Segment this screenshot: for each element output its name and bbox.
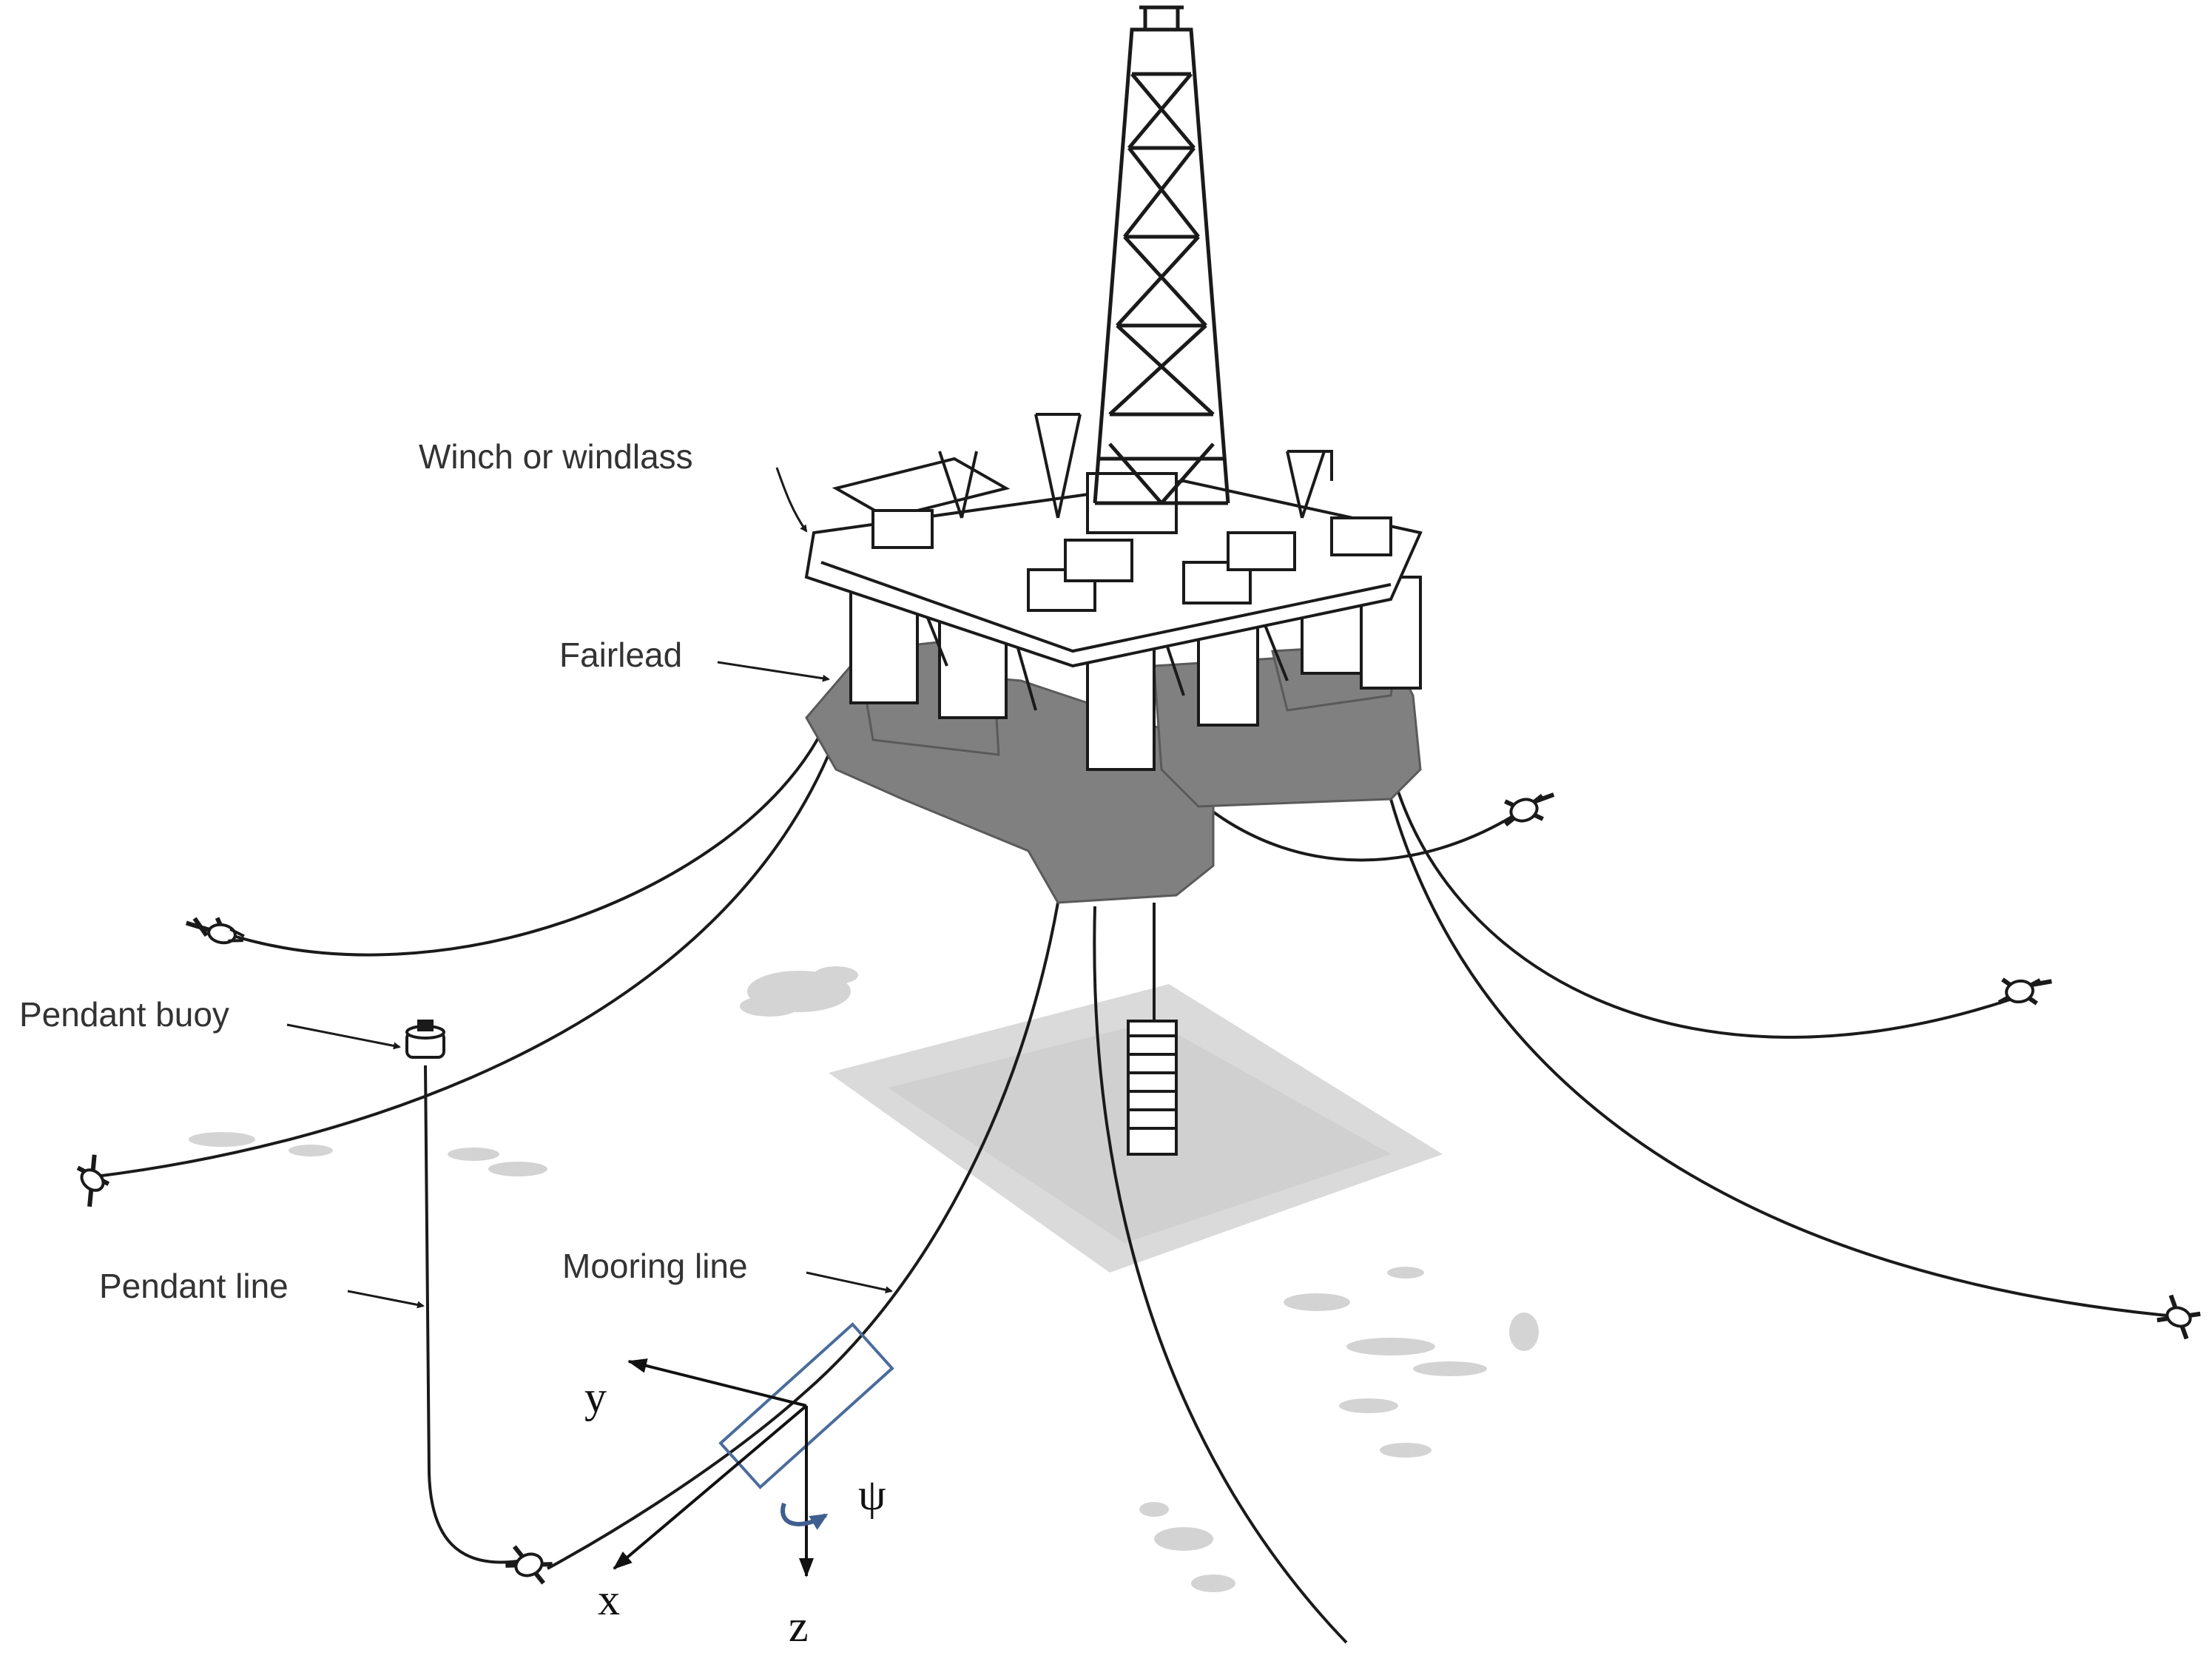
pendant-buoy-label: Pendant buoy xyxy=(19,995,229,1034)
anchors xyxy=(76,792,2201,1585)
mooring-line-southeast-upper xyxy=(1397,791,2013,1039)
y-axis-label: y xyxy=(584,1372,607,1421)
winch-leader xyxy=(775,467,808,533)
anchor-southwest xyxy=(505,1545,553,1585)
mooring-line-south xyxy=(1093,906,1348,1644)
fairlead-leader xyxy=(717,661,830,682)
pendant-buoy-leader xyxy=(286,1023,401,1050)
derrick xyxy=(1093,5,1230,505)
pendant-line xyxy=(424,1065,519,1564)
pendant-buoy xyxy=(405,1020,445,1059)
helideck xyxy=(832,457,1011,520)
anchor-southeast-lower xyxy=(2157,1294,2201,1340)
y-axis-arrow xyxy=(627,1358,807,1407)
mooring-line-east xyxy=(1204,805,1518,862)
pendant-line-leader xyxy=(347,1290,425,1309)
mooring-line-southeast-lower xyxy=(1389,798,2183,1318)
mooring-line-southwest xyxy=(547,902,1059,1570)
seabed-specks xyxy=(189,1132,1539,1592)
mooring-line-west-upper xyxy=(221,732,823,957)
mooring-line-label: Mooring line xyxy=(562,1247,748,1285)
psi-label: ψ xyxy=(858,1470,886,1519)
z-axis-label: z xyxy=(789,1602,809,1651)
mooring-line-leader xyxy=(806,1271,893,1294)
mooring-lines xyxy=(95,732,2183,1644)
x-axis-arrow xyxy=(613,1404,808,1570)
anchor-southeast-upper xyxy=(1997,977,2052,1006)
deck-buildings xyxy=(871,413,1392,612)
winch-label: Winch or windlass xyxy=(419,437,693,476)
anchor-west-upper xyxy=(185,917,245,945)
mooring-line-west-lower xyxy=(95,754,830,1178)
x-axis-label: x xyxy=(598,1575,620,1624)
leader-arrows xyxy=(286,467,893,1309)
pendant-line-label: Pendant line xyxy=(99,1267,289,1305)
line-element-box xyxy=(718,1322,894,1489)
local-axes xyxy=(613,1358,829,1577)
riser xyxy=(1127,903,1178,1156)
seabed-patch-left xyxy=(740,966,858,1017)
rotation-arrow xyxy=(780,1502,829,1530)
anchor-west-lower xyxy=(76,1154,110,1207)
anchor-east xyxy=(1504,792,1555,827)
fairlead-label: Fairlead xyxy=(559,636,683,674)
